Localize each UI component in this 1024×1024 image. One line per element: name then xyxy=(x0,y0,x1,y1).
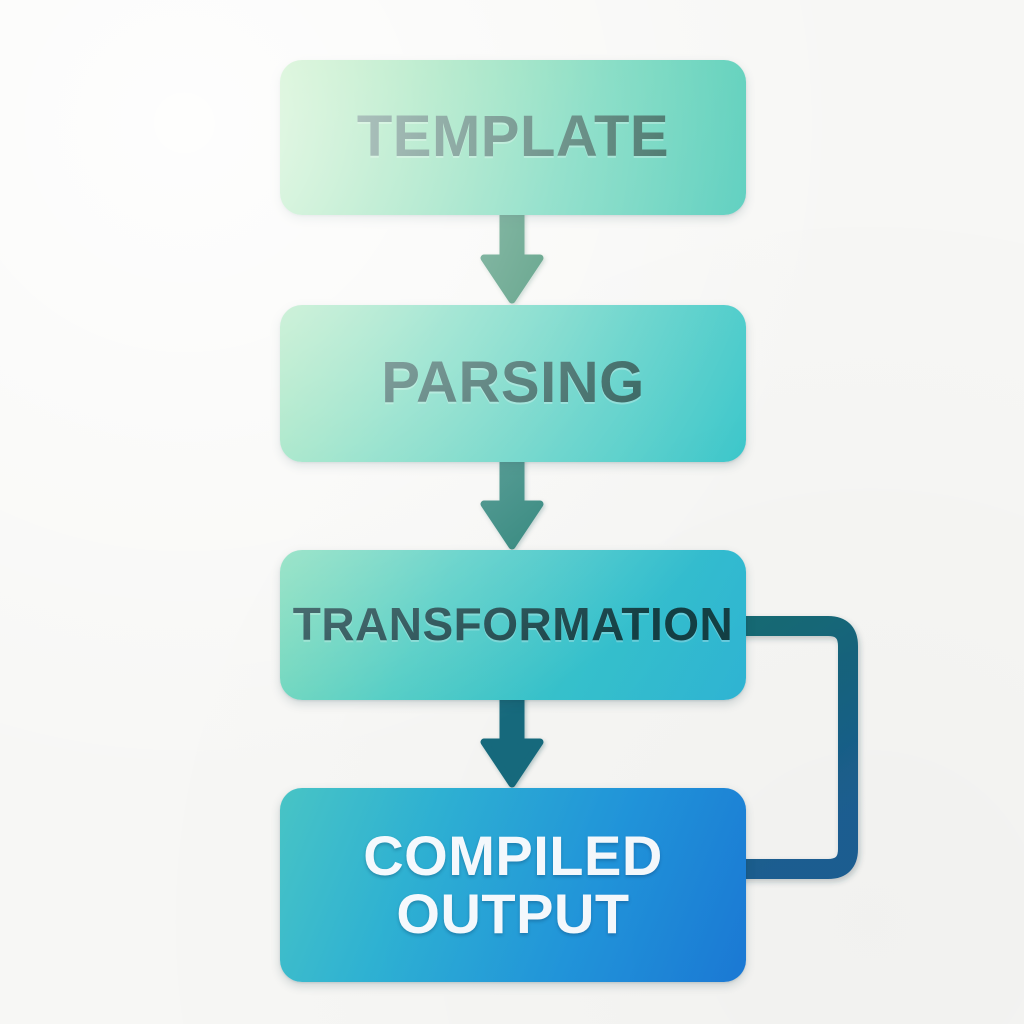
connector-feedback-loop xyxy=(728,605,868,890)
node-compiled-output-label: COMPILED OUTPUT xyxy=(363,823,663,945)
arrow-transformation-to-compiled-output xyxy=(470,690,554,790)
arrow-template-to-parsing xyxy=(470,206,554,306)
node-compiled-output[interactable]: COMPILED OUTPUT xyxy=(280,788,746,982)
node-template[interactable]: TEMPLATE xyxy=(280,60,746,215)
node-parsing-label: PARSING xyxy=(381,350,645,416)
node-transformation[interactable]: TRANSFORMATION xyxy=(280,550,746,700)
arrow-parsing-to-transformation xyxy=(470,452,554,552)
node-parsing[interactable]: PARSING xyxy=(280,305,746,462)
node-transformation-label: TRANSFORMATION xyxy=(292,598,734,651)
node-compiled-output-label-line2: OUTPUT xyxy=(396,882,630,945)
node-compiled-output-label-line1: COMPILED xyxy=(363,823,663,887)
node-template-label: TEMPLATE xyxy=(356,104,670,170)
